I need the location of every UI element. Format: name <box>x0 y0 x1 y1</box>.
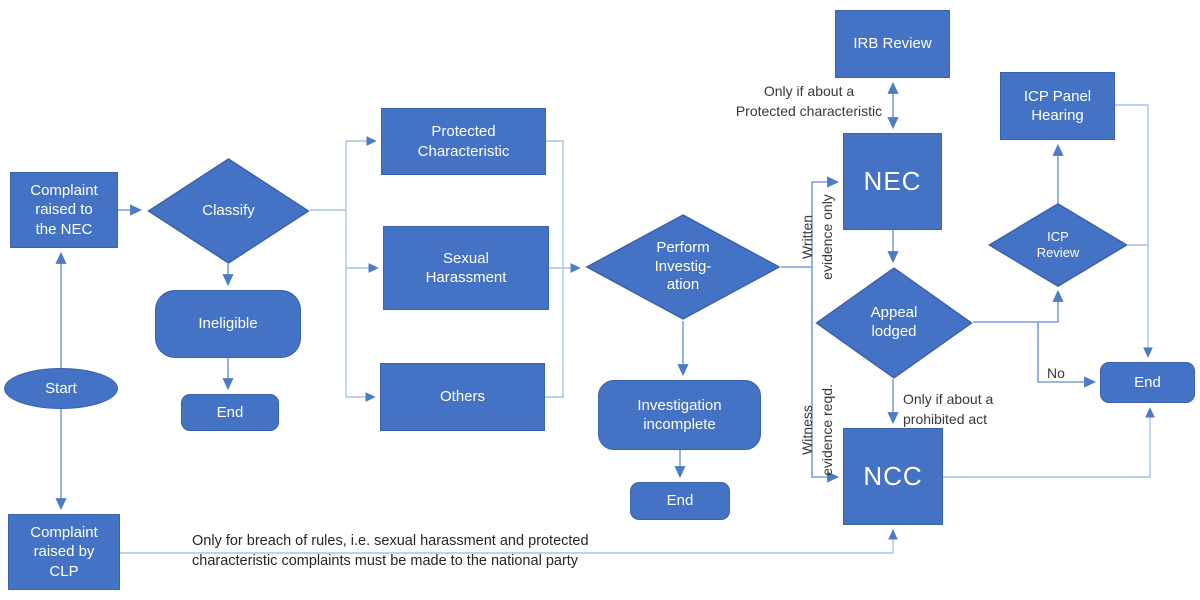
node-end-3: End <box>1100 362 1195 403</box>
route-ncc-to-end <box>943 407 1155 478</box>
label-only-if-prohibited: Only if about a prohibited act <box>903 391 994 427</box>
node-protected-characteristic: Protected Characteristic <box>381 108 546 175</box>
node-icp-review: ICP Review <box>988 203 1128 287</box>
route-clp-to-ncc <box>120 529 898 554</box>
node-irb-review: IRB Review <box>835 10 950 78</box>
label-written-evidence-only: Written evidence only <box>799 194 835 280</box>
classify-branch-line <box>310 141 347 397</box>
label-clp-note: Only for breach of rules, i.e. sexual ha… <box>192 533 589 570</box>
node-nec: NEC <box>843 133 942 230</box>
route-witness-evidence-to-ncc <box>811 267 840 483</box>
node-start: Start <box>4 368 118 409</box>
node-others: Others <box>380 363 545 431</box>
node-investigation-incomplete: Investigation incomplete <box>598 380 761 450</box>
node-complaint-raised-to-nec: Complaint raised to the NEC <box>10 172 118 248</box>
route-written-evidence-to-nec <box>781 176 840 268</box>
node-complaint-raised-by-clp: Complaint raised by CLP <box>8 514 120 590</box>
node-appeal-lodged: Appeal lodged <box>815 267 973 379</box>
node-ineligible: Ineligible <box>155 290 301 358</box>
node-end-2: End <box>630 482 730 520</box>
label-only-if-protected: Only if about a Protected characteristic <box>735 83 883 119</box>
route-appeal-to-icp-review <box>973 289 1064 323</box>
route-appeal-no-to-end <box>1037 322 1097 388</box>
merge-right-line <box>545 140 564 398</box>
node-end-1: End <box>181 394 279 431</box>
label-no: No <box>1047 365 1065 381</box>
route-panel-to-end <box>1115 104 1153 358</box>
label-witness-evidence-reqd: Witness evidence reqd. <box>799 384 835 476</box>
node-sexual-harassment: Sexual Harassment <box>383 226 549 310</box>
node-icp-panel-hearing: ICP Panel Hearing <box>1000 72 1115 140</box>
node-classify: Classify <box>147 158 310 264</box>
node-perform-investigation: Perform Investig- ation <box>585 214 781 320</box>
node-ncc: NCC <box>843 428 943 525</box>
